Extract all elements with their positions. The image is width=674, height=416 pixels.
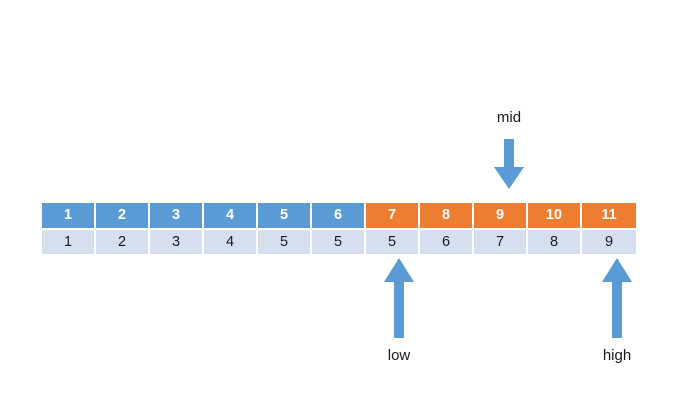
array-index-cell: 9 [474,203,528,228]
array-value-cell: 5 [312,230,366,254]
array-value-cell: 5 [366,230,420,254]
array-value-cell: 3 [150,230,204,254]
array-value-cell: 7 [474,230,528,254]
arrow-up-icon [602,258,632,338]
array-value-cell: 9 [582,230,636,254]
array-index-cell: 8 [420,203,474,228]
pointer-mid: mid [479,110,539,191]
pointer-high: high [587,258,647,363]
array-value-cell: 2 [96,230,150,254]
array-value-cell: 5 [258,230,312,254]
array-index-cell: 7 [366,203,420,228]
array-index-cell: 6 [312,203,366,228]
array-index-cell: 3 [150,203,204,228]
array-value-cell: 6 [420,230,474,254]
array-value-cell: 4 [204,230,258,254]
pointer-low-label: low [387,347,411,364]
array-index-cell: 10 [528,203,582,228]
arrow-down-icon [494,139,524,189]
arrow-up-icon [384,258,414,338]
pointer-mid-label: mid [496,109,522,126]
array-index-cell: 5 [258,203,312,228]
array-value-cell: 1 [42,230,96,254]
array-index-cell: 4 [204,203,258,228]
pointer-low: low [369,258,429,363]
array-index-cell: 1 [42,203,96,228]
array-index-cell: 11 [582,203,636,228]
array-value-cell: 8 [528,230,582,254]
array-index-cell: 2 [96,203,150,228]
pointer-high-label: high [602,347,632,364]
